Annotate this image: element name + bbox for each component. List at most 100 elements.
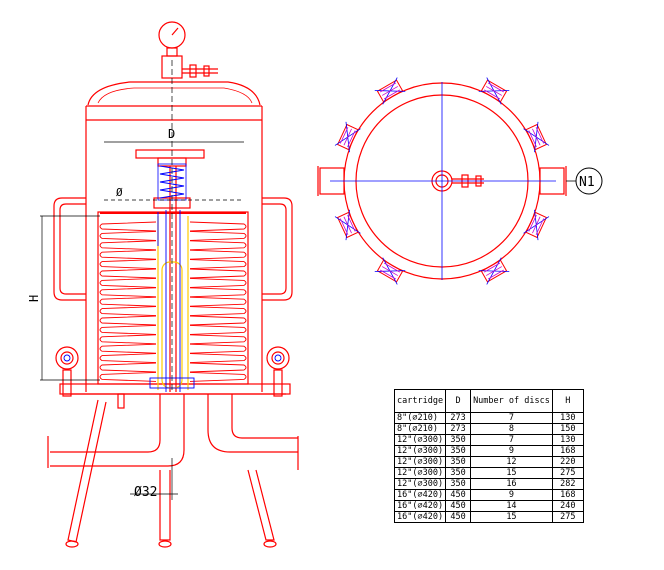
cell-D: 350 xyxy=(445,434,472,446)
cell-H: 282 xyxy=(551,478,584,490)
filter-disc xyxy=(189,240,247,251)
filter-disc xyxy=(99,334,157,345)
cell-H: 220 xyxy=(551,456,584,468)
cell-cartridge: 12"(⌀300) xyxy=(393,478,447,490)
filter-disc xyxy=(99,277,157,288)
cell-cartridge: 12"(⌀300) xyxy=(393,456,447,468)
label-diameter: Ø xyxy=(116,186,123,199)
filter-disc xyxy=(99,371,157,382)
filter-disc xyxy=(189,334,247,345)
cell-discs: 16 xyxy=(470,478,553,490)
filter-disc xyxy=(99,306,157,317)
outlet-pipe-left xyxy=(50,394,161,453)
spec-table: cartridge D Number of discs H 8"(⌀210)27… xyxy=(393,389,584,523)
cell-cartridge: 12"(⌀300) xyxy=(393,434,447,446)
cell-discs: 7 xyxy=(470,412,553,424)
cell-cartridge: 12"(⌀300) xyxy=(393,445,447,457)
cell-H: 130 xyxy=(551,434,584,446)
clamp-bolt xyxy=(478,77,510,105)
filter-disc xyxy=(99,362,157,373)
cell-cartridge: 8"(⌀210) xyxy=(393,423,447,435)
cell-H: 168 xyxy=(551,489,584,501)
clamp-bolt xyxy=(374,257,406,285)
cell-cartridge: 16"(⌀420) xyxy=(393,511,447,523)
spec-table-header: cartridge D Number of discs H xyxy=(393,389,584,413)
filter-disc xyxy=(189,371,247,382)
base-plate xyxy=(59,383,291,395)
clamp-bolt xyxy=(374,77,406,105)
filter-disc xyxy=(189,221,247,232)
front-view xyxy=(47,21,299,548)
filter-disc xyxy=(189,287,247,298)
filter-disc xyxy=(189,296,247,307)
header-cartridge: cartridge xyxy=(393,389,447,413)
cell-D: 350 xyxy=(445,467,472,479)
clamp-bolt xyxy=(334,121,361,153)
filter-disc xyxy=(99,268,157,279)
label-D: D xyxy=(168,127,175,141)
filter-disc xyxy=(189,315,247,326)
cell-D: 450 xyxy=(445,489,472,501)
filter-disc xyxy=(99,353,157,364)
leg-left xyxy=(67,399,107,543)
cell-discs: 7 xyxy=(470,434,553,446)
filter-disc xyxy=(189,249,247,260)
filter-disc xyxy=(99,230,157,241)
cartridge-core xyxy=(157,216,189,390)
header-D: D xyxy=(445,389,472,413)
cell-cartridge: 12"(⌀300) xyxy=(393,467,447,479)
cell-D: 273 xyxy=(445,412,472,424)
cell-discs: 14 xyxy=(470,500,553,512)
cell-D: 350 xyxy=(445,478,472,490)
filter-disc xyxy=(189,259,247,270)
clamp-bolt xyxy=(478,257,510,285)
filter-disc xyxy=(99,259,157,270)
clamp-bolt xyxy=(523,121,550,153)
cell-D: 450 xyxy=(445,511,472,523)
cell-discs: 9 xyxy=(470,489,553,501)
filter-disc xyxy=(99,315,157,326)
compression-spring xyxy=(159,165,185,199)
cell-discs: 8 xyxy=(470,423,553,435)
leg-right xyxy=(247,469,275,541)
cell-cartridge: 16"(⌀420) xyxy=(393,489,447,501)
cell-discs: 15 xyxy=(470,467,553,479)
filter-disc xyxy=(189,268,247,279)
cell-H: 150 xyxy=(551,423,584,435)
cell-discs: 15 xyxy=(470,511,553,523)
filter-disc xyxy=(189,362,247,373)
cell-D: 273 xyxy=(445,423,472,435)
nozzle-tag xyxy=(575,167,603,195)
filter-disc xyxy=(189,324,247,335)
right-eye-bolt xyxy=(266,346,290,370)
filter-disc xyxy=(99,221,157,232)
header-discs: Number of discs xyxy=(470,389,553,413)
cell-H: 275 xyxy=(551,511,584,523)
cell-D: 450 xyxy=(445,500,472,512)
label-pipe-dia: Ø32 xyxy=(134,485,157,500)
cell-D: 350 xyxy=(445,456,472,468)
cell-H: 130 xyxy=(551,412,584,424)
filter-disc xyxy=(99,240,157,251)
cell-H: 168 xyxy=(551,445,584,457)
top-view-centerlines xyxy=(330,82,556,280)
header-H: H xyxy=(551,389,584,413)
dimension-lines xyxy=(40,60,244,500)
filter-disc xyxy=(189,230,247,241)
filter-disc xyxy=(189,353,247,364)
filter-disc xyxy=(189,306,247,317)
filter-disc xyxy=(99,324,157,335)
filter-disc xyxy=(99,343,157,354)
outlet-pipe-right xyxy=(207,394,298,453)
right-handle xyxy=(262,197,293,301)
